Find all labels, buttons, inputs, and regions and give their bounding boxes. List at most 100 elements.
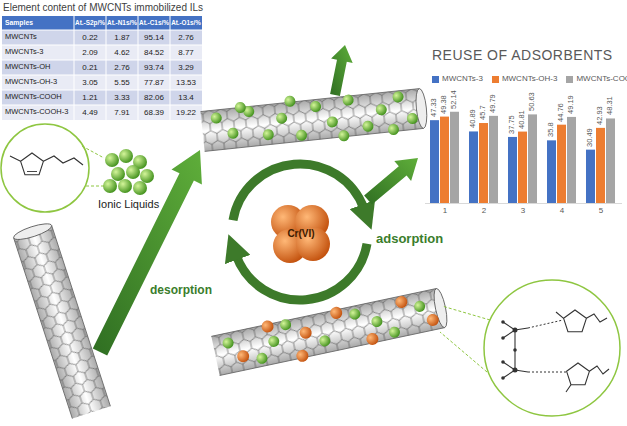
- table-grid-part: [2, 90, 202, 105]
- table-cell: MWCNTs-COOH: [5, 93, 62, 102]
- bar: [450, 112, 459, 203]
- table-grid-part: [2, 75, 202, 90]
- process-label: desorption: [150, 284, 212, 298]
- process-label: adsorption: [376, 232, 443, 247]
- table-cell: 68.39: [144, 108, 164, 117]
- il-nanotube-part: [342, 94, 354, 106]
- ionic-liquid-cluster-part: [140, 169, 154, 183]
- cr-label: Cr(VI): [287, 228, 314, 240]
- table-header: At.-C1s/%: [139, 19, 169, 26]
- table-grid: [2, 16, 202, 120]
- bar-value: 40.81: [518, 110, 527, 129]
- table-cell: 3.33: [114, 93, 130, 102]
- table-header: At.-N1s/%: [107, 19, 137, 26]
- binding-structure-part: [564, 310, 587, 332]
- table-cell: 4.49: [82, 108, 98, 117]
- il-nanotube-part: [201, 89, 424, 152]
- table-cell: 82.06: [144, 93, 164, 102]
- axis-label: 3: [521, 206, 525, 215]
- loaded-nanotube-part: [365, 332, 379, 346]
- il-nanotube-part: [326, 116, 338, 128]
- bar-value: 45.7: [479, 105, 488, 120]
- bar: [586, 150, 595, 203]
- bar: [440, 117, 449, 203]
- il-nanotube-part: [284, 95, 296, 107]
- bar: [508, 137, 517, 203]
- table-cell: MWCNTs-OH-3: [5, 78, 57, 87]
- binding-structure-part: [501, 360, 505, 364]
- il-nanotube-part: [362, 120, 374, 132]
- legend-text: MWCNTs-OH-3: [502, 74, 558, 83]
- axis-label: 4: [560, 206, 564, 215]
- binding-structure-part: [567, 363, 590, 385]
- il-nanotube-part: [406, 112, 418, 124]
- bar: [518, 132, 527, 203]
- table-cell: MWCNTs: [5, 33, 37, 42]
- ionic-liquid-cluster-part: [103, 179, 117, 193]
- table-cell: 2.76: [114, 63, 130, 72]
- table-cell: 84.52: [144, 48, 164, 57]
- table-grid-part: [2, 60, 202, 75]
- loaded-nanotube-part: [279, 318, 292, 331]
- legend-swatch: [566, 76, 573, 83]
- ionic-liquid-structure-part: [27, 171, 37, 172]
- il-nanotube-part: [262, 129, 274, 141]
- table-grid-part: [2, 45, 202, 60]
- bar: [469, 131, 478, 203]
- il-nanotube-part: [295, 129, 307, 141]
- table-cell: 19.22: [176, 108, 196, 117]
- binding-structure-part: [566, 366, 609, 392]
- bar-value: 40.89: [469, 110, 478, 129]
- ionic-liquid-cluster-part: [126, 165, 140, 179]
- table-cell: MWCNTs-3: [5, 48, 43, 57]
- loaded-nanotube-part: [211, 289, 444, 376]
- table-cell: 95.14: [144, 33, 164, 42]
- loaded-nanotube-part: [211, 289, 444, 376]
- axis-label: 2: [482, 206, 486, 215]
- il-nanotube-part: [276, 112, 288, 124]
- table-cell: 4.62: [114, 48, 130, 57]
- process-arrow: [93, 150, 202, 356]
- loaded-nanotube-part: [267, 335, 280, 348]
- table-cell: 3.29: [178, 63, 194, 72]
- table-grid-part: [2, 30, 202, 45]
- bar-value: 35.8: [547, 123, 556, 138]
- legend-text: MWCNTs-3: [442, 74, 483, 83]
- table-cell: 93.74: [144, 63, 164, 72]
- bar: [596, 128, 605, 203]
- bar: [430, 120, 439, 203]
- il-nanotube-part: [414, 88, 428, 129]
- table-cell: 1.21: [82, 93, 98, 102]
- bar: [479, 123, 488, 203]
- binding-structure-part: [513, 368, 518, 373]
- process-arrow: [364, 158, 418, 205]
- loaded-nanotube-part: [413, 300, 426, 313]
- il-nanotube-part: [375, 104, 387, 116]
- table-cell: 0.22: [82, 33, 98, 42]
- loaded-nanotube-part: [211, 289, 444, 376]
- binding-structure-part: [556, 312, 607, 322]
- loaded-nanotube-part: [394, 295, 408, 309]
- loaded-nanotube-part: [222, 336, 235, 349]
- ionic-liquid-cluster-part: [111, 167, 125, 181]
- table-cell: 13.4: [178, 93, 194, 102]
- bar-value: 52.14: [450, 90, 459, 109]
- loaded-nanotube-part: [318, 334, 331, 347]
- il-nanotube: [200, 82, 429, 156]
- loaded-nanotube-part: [426, 313, 440, 327]
- ionic-liquid-cluster-part: [133, 181, 147, 195]
- ionic-liquid-cluster-part: [105, 153, 119, 167]
- bar: [557, 125, 566, 203]
- loaded-nanotube-part: [388, 326, 401, 339]
- bar-value: 37.75: [508, 115, 517, 134]
- bare-nanotube-part: [14, 225, 111, 418]
- il-nanotube-part: [310, 101, 322, 113]
- bar-value: 49.38: [440, 95, 449, 114]
- process-arrow: [330, 45, 353, 96]
- binding-structure-part: [513, 348, 517, 352]
- legend-swatch: [492, 76, 499, 83]
- binding-structure-part: [501, 376, 505, 380]
- ionic-liquid-structure: [1, 124, 104, 212]
- binding-structure-part: [484, 280, 620, 416]
- il-nanotube-part: [338, 130, 350, 142]
